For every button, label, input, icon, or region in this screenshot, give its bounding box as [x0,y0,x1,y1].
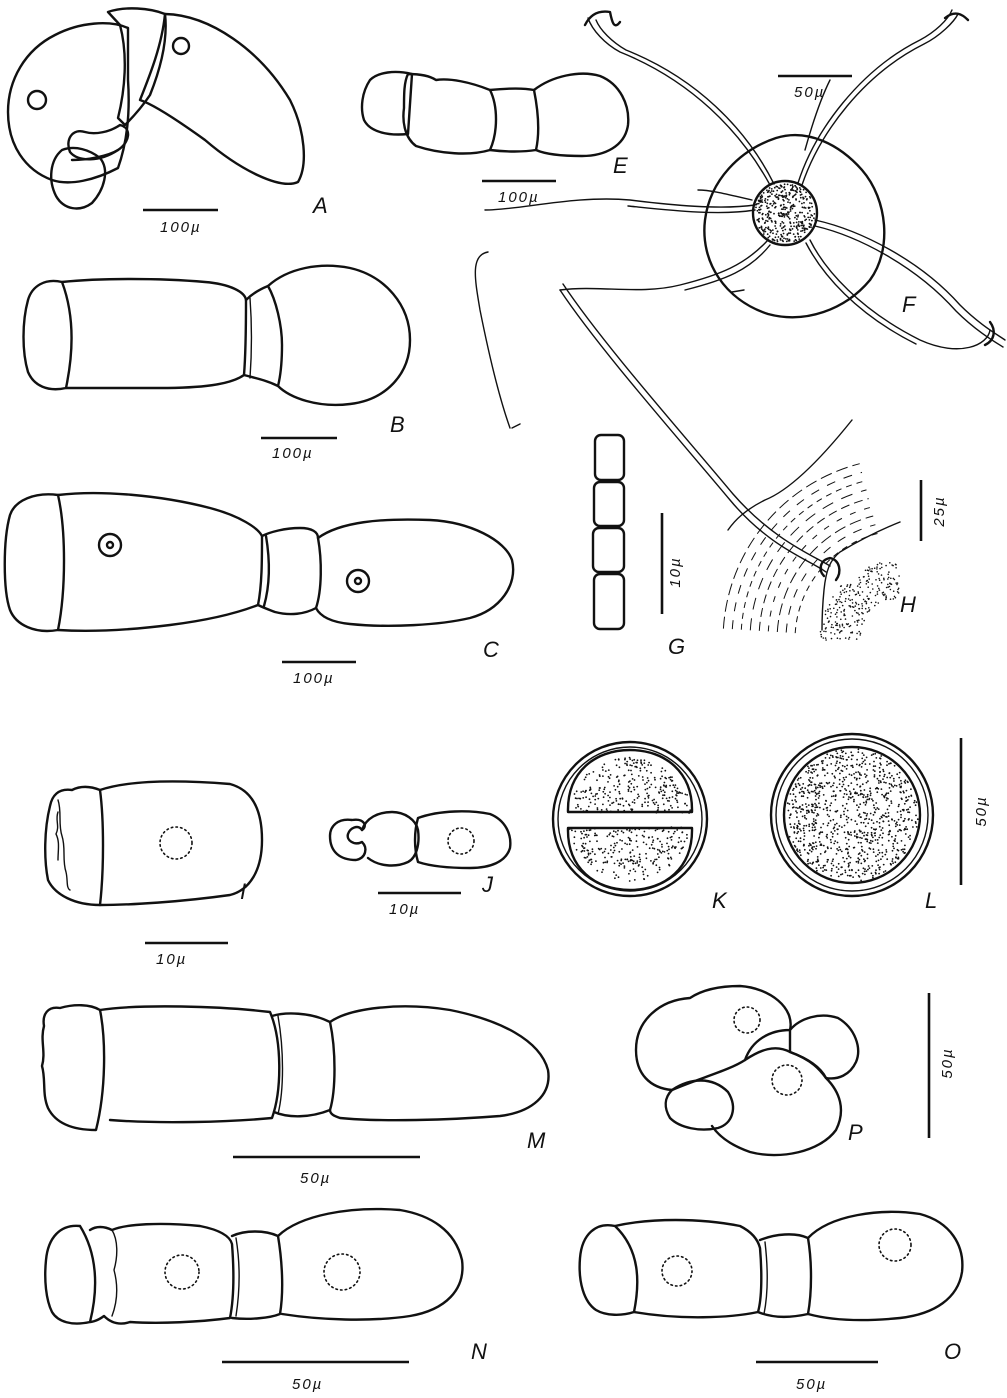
figure-label-f: F [902,292,917,317]
scale-label-h: 25µ [931,495,948,527]
figure-label-m: M [527,1128,546,1153]
figure-label-n: N [471,1339,487,1364]
scale-label-n: 50µ [292,1376,323,1393]
figure-b-filament [24,266,411,405]
scale-label-p: 50µ [939,1047,956,1078]
figure-o-filament [580,1212,963,1320]
figure-label-g: G [668,634,685,659]
figure-c-filament [5,493,513,631]
figure-i-cells [45,782,262,905]
figure-n-filament [45,1209,462,1324]
scale-label-g: 10µ [667,556,684,587]
figure-label-p: P [848,1120,863,1145]
figure-h-hair-base [475,252,900,641]
scale-label-f: 50µ [794,84,825,101]
figure-label-e: E [613,153,628,178]
figure-p-cell-cluster [636,986,858,1155]
figure-label-j: J [481,872,494,897]
scale-label-o: 50µ [796,1376,827,1393]
figure-label-i: I [240,879,246,904]
figure-m-filament [42,1005,549,1130]
figure-k-divided-spore [553,742,707,896]
scale-label-b: 100µ [272,445,314,462]
figure-label-a: A [311,193,328,218]
wall-striations [723,464,877,633]
scale-label-a: 100µ [160,219,202,236]
figure-l-spore [771,734,933,896]
figure-label-c: C [483,637,499,662]
scale-label-i: 10µ [156,951,187,968]
figure-g-small-filament [593,435,624,629]
scale-label-kl: 50µ [973,795,990,826]
figure-a-cell-cluster [8,8,304,208]
figure-label-l: L [925,888,937,913]
figure-label-k: K [712,888,728,913]
stipple-texture [755,183,815,242]
figure-label-o: O [944,1339,961,1364]
scale-label-c: 100µ [293,670,335,687]
figure-label-h: H [900,592,916,617]
figure-label-b: B [390,412,405,437]
scale-label-e: 100µ [498,189,540,206]
scale-label-m: 50µ [300,1170,331,1187]
scale-label-j: 10µ [389,901,420,918]
figure-e-filament [362,72,628,156]
figure-f-radiating-cell [485,10,1005,349]
figure-j-cells [330,811,510,868]
